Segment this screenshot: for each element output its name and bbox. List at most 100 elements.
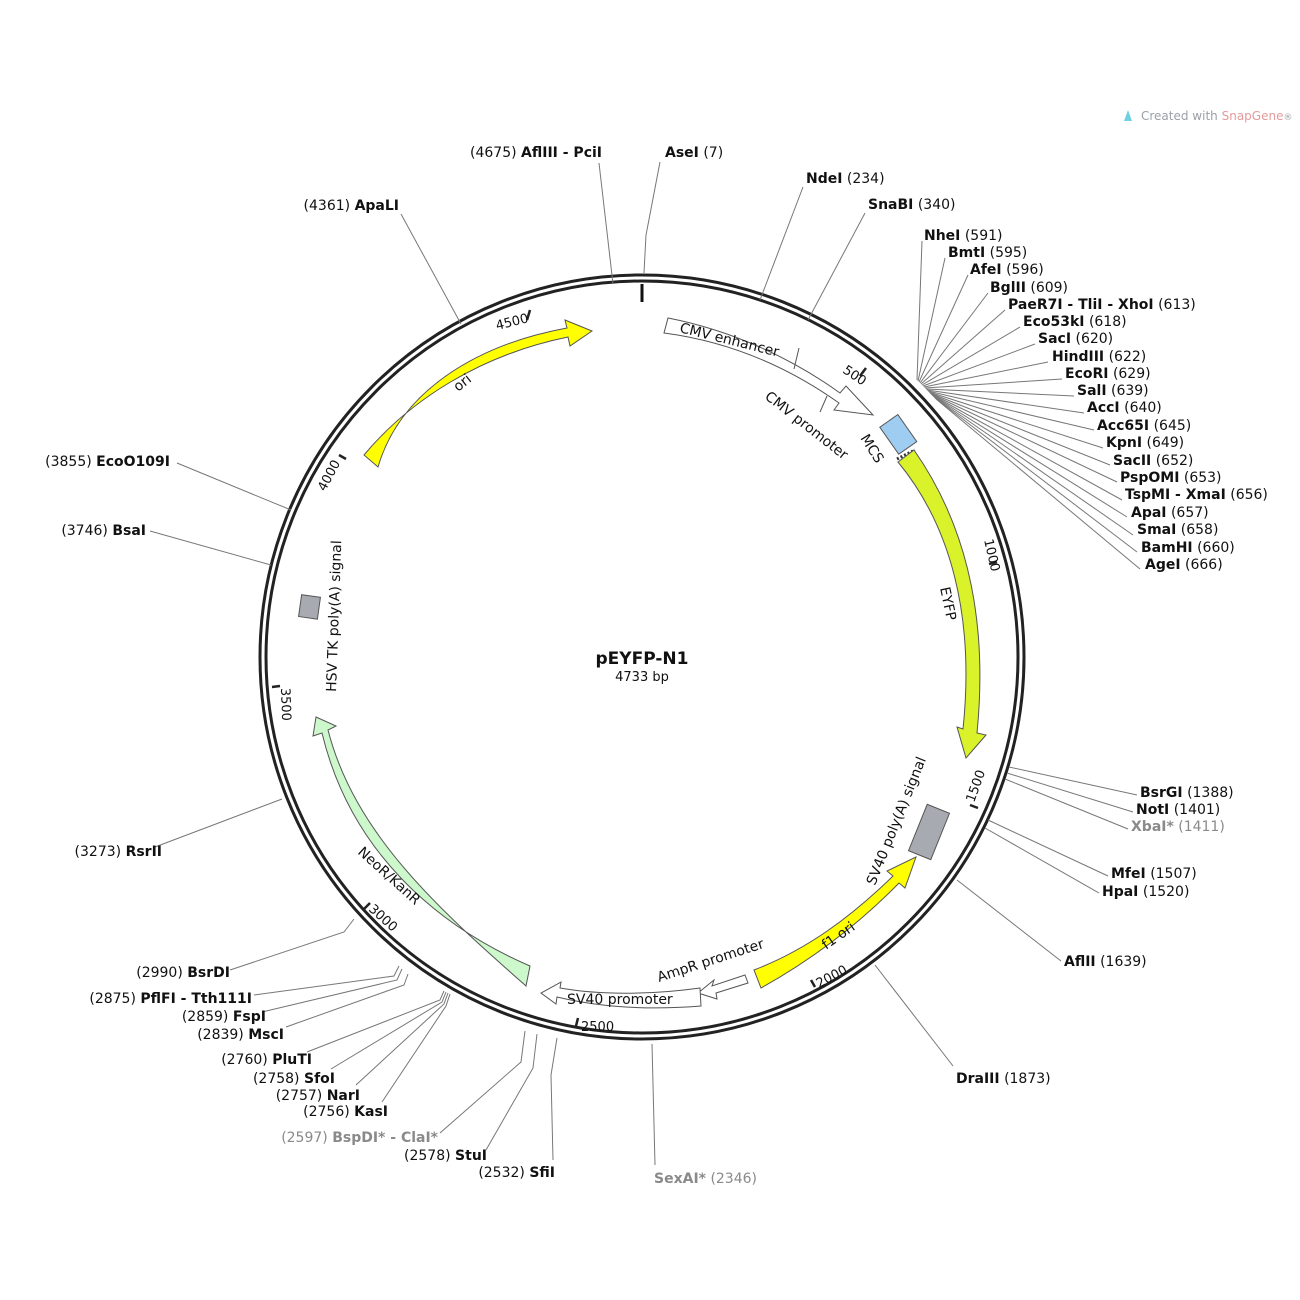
site-label-agei[interactable]: AgeI (666) [1145,557,1223,573]
cmv-promoter-divider [793,347,800,370]
site-label-tspmi-xmai[interactable]: TspMI - XmaI (656) [1125,487,1268,503]
site-position: (618) [1089,314,1127,330]
site-label-bsai[interactable]: (3746) BsaI [61,523,146,539]
site-label-afei[interactable]: AfeI (596) [970,262,1044,278]
site-enzyme-name: NheI [924,228,960,244]
site-enzyme-name: KpnI [1106,435,1142,451]
site-enzyme-name: BmtI [948,245,985,261]
site-enzyme-name: EcoO109I [96,454,170,470]
feature-eyfp[interactable] [897,449,987,760]
site-label-apai[interactable]: ApaI (657) [1131,505,1209,521]
site-enzyme-name: SfiI [529,1165,555,1181]
site-label-eco53ki[interactable]: Eco53kI (618) [1023,314,1127,330]
feature-mcs[interactable] [879,413,918,455]
site-label-bsrdi[interactable]: (2990) BsrDI [136,965,230,981]
site-enzyme-name: AfeI [970,262,1002,278]
site-label-nhei[interactable]: NheI (591) [924,228,1003,244]
site-label-asei[interactable]: AseI (7) [665,145,723,161]
site-enzyme-name: SfoI [304,1071,335,1087]
site-enzyme-name: BspDI* - ClaI* [332,1130,438,1146]
site-label-acc65i[interactable]: Acc65I (645) [1097,418,1191,434]
site-label-snabi[interactable]: SnaBI (340) [868,197,956,213]
site-position: (652) [1156,453,1194,469]
label-hsv-tk-polya: HSV TK poly(A) signal [324,540,345,692]
site-label-bglii[interactable]: BglII (609) [990,280,1068,296]
site-label-draiii[interactable]: DraIII (1873) [956,1071,1051,1087]
site-enzyme-name: BglII [990,280,1026,296]
site-enzyme-name: RsrII [126,844,162,860]
site-label-nari[interactable]: (2757) NarI [276,1088,360,1104]
site-label-kpni[interactable]: KpnI (649) [1106,435,1184,451]
site-label-bsrgi[interactable]: BsrGI (1388) [1140,785,1234,801]
tick-marks [271,309,998,1027]
site-label-noti[interactable]: NotI (1401) [1136,802,1220,818]
site-label-pflfi-tth111i[interactable]: (2875) PflFI - Tth111I [89,991,252,1007]
site-position: (4361) [304,198,351,214]
feature-ampr-promoter[interactable] [696,974,749,1000]
site-label-paer7i-tlii-xhoi[interactable]: PaeR7I - TliI - XhoI (613) [1008,297,1196,313]
site-label-acci[interactable]: AccI (640) [1087,400,1162,416]
site-label-pluti[interactable]: (2760) PluTI [221,1052,312,1068]
site-label-aflii[interactable]: AflII (1639) [1064,954,1147,970]
site-label-ecoo109i[interactable]: (3855) EcoO109I [45,454,170,470]
site-label-pspomi[interactable]: PspOMI (653) [1120,470,1222,486]
site-position: (234) [847,171,885,187]
site-position: (1411) [1178,819,1225,835]
site-label-sfii[interactable]: (2532) SfiI [478,1165,555,1181]
site-position: (2859) [182,1009,229,1025]
site-label-hindiii[interactable]: HindIII (622) [1052,349,1146,365]
site-label-fspi[interactable]: (2859) FspI [182,1009,266,1025]
site-position: (7) [703,145,723,161]
site-label-stui[interactable]: (2578) StuI [404,1148,487,1164]
site-label-sfoi[interactable]: (2758) SfoI [253,1071,335,1087]
site-enzyme-name: HindIII [1052,349,1104,365]
site-position: (4675) [470,145,517,161]
svg-text:Created with SnapGene®: Created with SnapGene® [1141,109,1292,123]
site-position: (1401) [1174,802,1221,818]
feature-neor-kanr[interactable] [312,716,531,987]
site-label-bspdi-clai[interactable]: (2597) BspDI* - ClaI* [281,1130,438,1146]
site-label-sali[interactable]: SalI (639) [1077,383,1149,399]
site-enzyme-name: AgeI [1145,557,1181,573]
site-label-saci[interactable]: SacI (620) [1038,331,1113,347]
cmv-promoter-connector [819,395,828,413]
feature-sv40-polya[interactable] [907,803,951,861]
site-enzyme-name: BamHI [1141,540,1193,556]
feature-cmv-enhancer[interactable] [663,317,875,416]
site-label-sexai[interactable]: SexAI* (2346) [654,1171,757,1187]
plasmid-name: pEYFP-N1 [596,649,689,669]
site-label-ndei[interactable]: NdeI (234) [806,171,885,187]
site-label-msci[interactable]: (2839) MscI [197,1027,284,1043]
site-position: (1639) [1100,954,1147,970]
site-leader-lines [149,161,1141,1166]
site-label-smai[interactable]: SmaI (658) [1137,522,1218,538]
site-label-bamhi[interactable]: BamHI (660) [1141,540,1235,556]
site-enzyme-name: PspOMI [1120,470,1179,486]
label-eyfp: EYFP [936,586,959,622]
feature-sv40-promoter[interactable] [540,981,702,1009]
feature-f1-ori[interactable] [753,856,917,989]
site-enzyme-name: MfeI [1111,866,1146,882]
feature-ori[interactable] [363,319,594,468]
site-position: (1388) [1187,785,1234,801]
site-label-kasi[interactable]: (2756) KasI [303,1104,388,1120]
site-enzyme-name: NotI [1136,802,1169,818]
tick-label-3500: 3500 [277,688,293,722]
site-label-rsrii[interactable]: (3273) RsrII [75,844,162,860]
site-label-xbai[interactable]: XbaI* (1411) [1131,819,1225,835]
site-position: (629) [1113,366,1151,382]
site-label-afliii-pcii[interactable]: (4675) AflIII - PciI [470,145,602,161]
tick-label-500: 500 [840,363,869,389]
site-label-ecori[interactable]: EcoRI (629) [1065,366,1151,382]
site-label-sacii[interactable]: SacII (652) [1113,453,1193,469]
backbone-inner-ring [264,279,1020,1035]
site-label-hpai[interactable]: HpaI (1520) [1102,884,1189,900]
site-label-bmti[interactable]: BmtI (595) [948,245,1027,261]
feature-hsv-tk-polya[interactable] [298,594,322,620]
site-label-mfei[interactable]: MfeI (1507) [1111,866,1197,882]
site-enzyme-name: SmaI [1137,522,1176,538]
tick-label-2500: 2500 [581,1020,614,1035]
label-cmv-enhancer: CMV enhancer [678,320,781,360]
site-label-apali[interactable]: (4361) ApaLI [304,198,399,214]
site-enzyme-name: PflFI - Tth111I [140,991,252,1007]
